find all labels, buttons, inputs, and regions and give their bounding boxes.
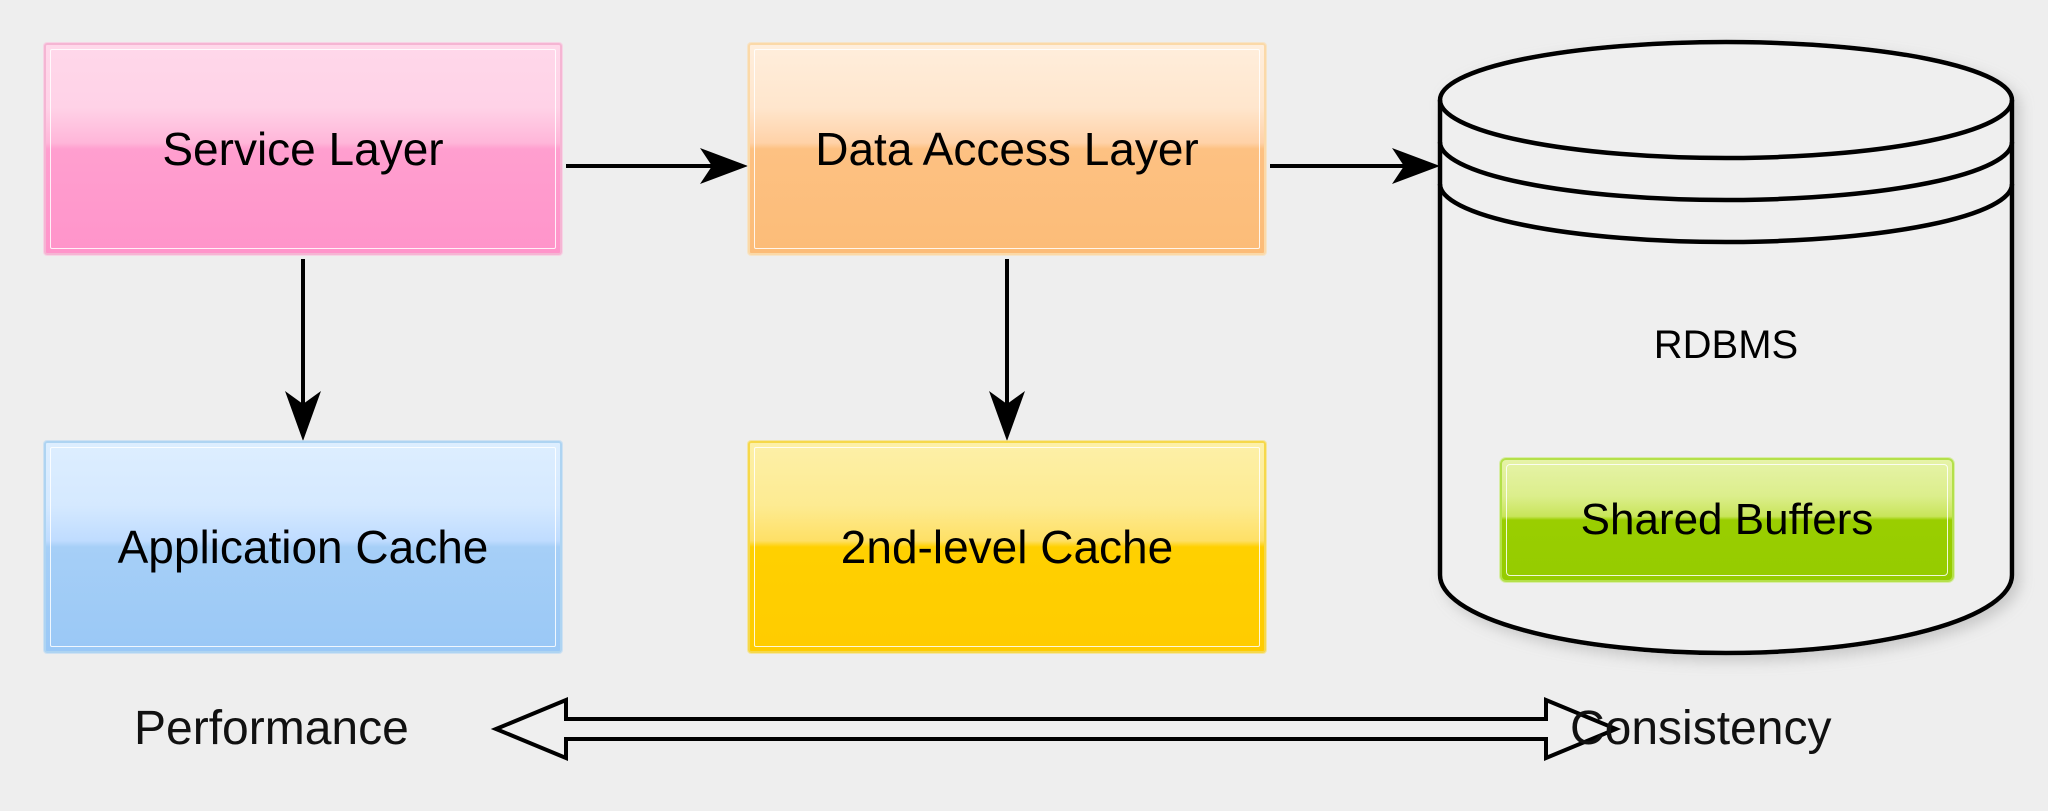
node-label: Application Cache xyxy=(117,521,489,573)
edge-dal-to-rdbms xyxy=(1270,148,1440,184)
node-inner-border xyxy=(50,447,556,647)
performance-consistency-arrow xyxy=(490,697,1622,761)
node-label: Data Access Layer xyxy=(815,123,1199,175)
spectrum-label-performance: Performance xyxy=(134,702,409,755)
node-service-layer[interactable]: Service Layer xyxy=(44,43,562,255)
node-label-rdbms: RDBMS xyxy=(1653,323,1799,367)
node-inner-border xyxy=(754,49,1260,249)
edge-dal-to-l2cache xyxy=(989,259,1025,441)
node-label: Service Layer xyxy=(162,123,444,175)
spectrum-label-consistency: Consistency xyxy=(1570,702,1832,755)
node-second-level-cache[interactable]: 2nd-level Cache xyxy=(748,441,1266,653)
node-inner-border xyxy=(754,447,1260,647)
node-data-access-layer[interactable]: Data Access Layer xyxy=(748,43,1266,255)
edge-service-to-appcache xyxy=(285,259,321,441)
edge-service-to-dal xyxy=(566,148,748,184)
node-label: Shared Buffers xyxy=(1580,495,1874,544)
node-inner-border xyxy=(50,49,556,249)
node-application-cache[interactable]: Application Cache xyxy=(44,441,562,653)
node-label: 2nd-level Cache xyxy=(840,521,1174,573)
node-shared-buffers[interactable]: Shared Buffers xyxy=(1500,458,1954,582)
